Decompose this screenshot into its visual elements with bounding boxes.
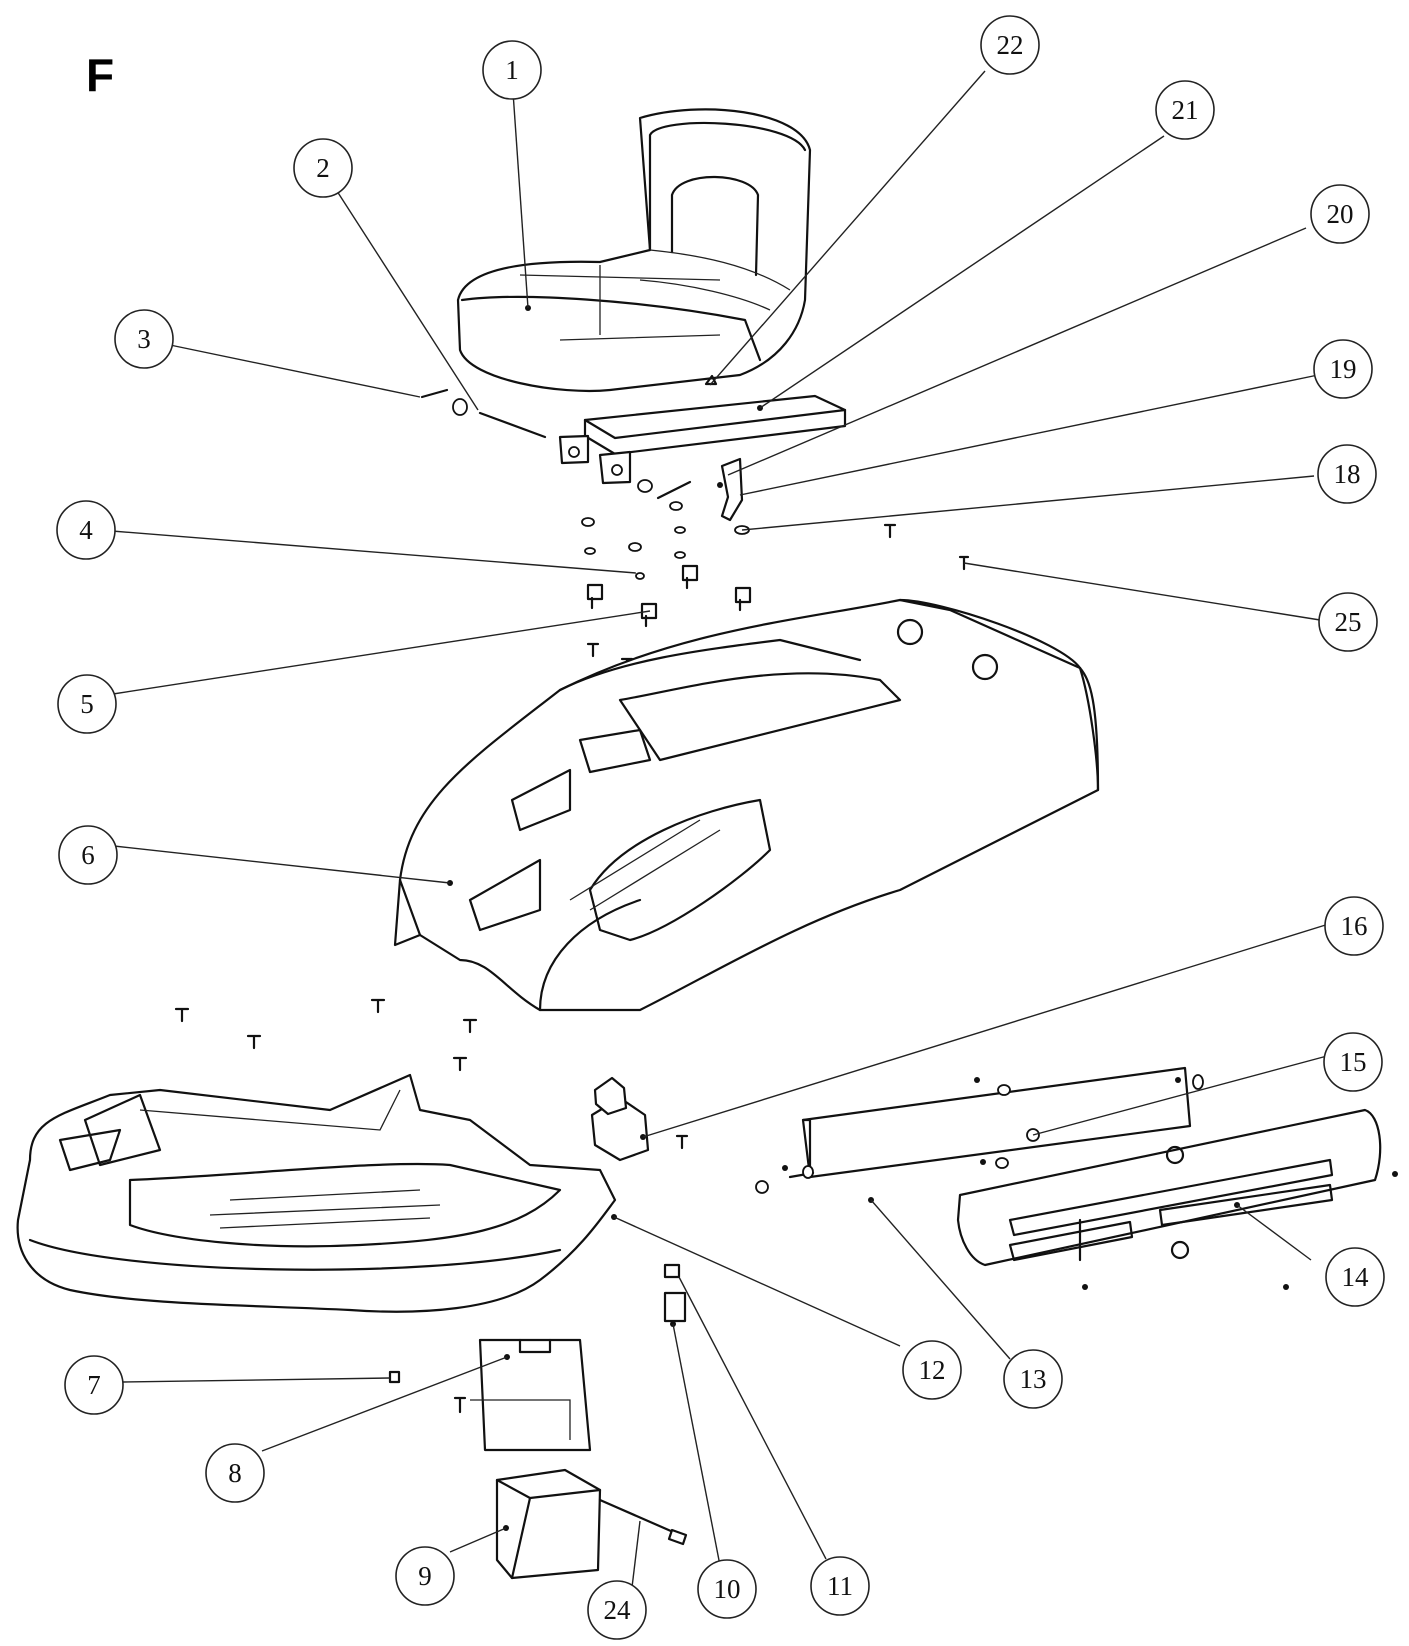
- callout-label-22: 22: [997, 30, 1024, 60]
- callout-label-11: 11: [827, 1571, 853, 1601]
- callout-18: 18: [1317, 444, 1377, 504]
- callout-label-8: 8: [228, 1458, 242, 1488]
- body-drawing: [393, 598, 1100, 1012]
- callout-19: 19: [1313, 339, 1373, 399]
- callout-12: 12: [902, 1340, 962, 1400]
- callout-9: 9: [395, 1546, 455, 1606]
- callout-label-1: 1: [505, 55, 519, 85]
- callout-label-18: 18: [1334, 459, 1361, 489]
- callout-2: 2: [293, 138, 353, 198]
- callout-label-2: 2: [316, 153, 330, 183]
- callout-8: 8: [205, 1443, 265, 1503]
- callout-25: 25: [1318, 592, 1378, 652]
- callout-label-20: 20: [1327, 199, 1354, 229]
- callout-label-10: 10: [714, 1574, 741, 1604]
- callout-11: 11: [810, 1556, 870, 1616]
- callout-label-16: 16: [1341, 911, 1368, 941]
- callout-1: 1: [482, 40, 542, 100]
- floor-pan-drawing: [16, 1073, 617, 1313]
- callout-24: 24: [587, 1580, 647, 1640]
- rail-drawing: [755, 1066, 1204, 1203]
- callout-5: 5: [57, 674, 117, 734]
- seat-drawing: [456, 108, 812, 393]
- key-switch-drawing: [590, 1076, 650, 1162]
- callout-label-5: 5: [80, 689, 94, 719]
- hardware-cluster: [581, 517, 970, 673]
- callout-7: 7: [64, 1355, 124, 1415]
- callout-label-15: 15: [1340, 1047, 1367, 1077]
- callout-bubbles: 1 2 3 4 5 6 7 8 9 10 11 12 13 14 15 16 1…: [56, 15, 1385, 1640]
- callout-label-25: 25: [1335, 607, 1362, 637]
- callout-label-9: 9: [418, 1561, 432, 1591]
- callout-21: 21: [1155, 80, 1215, 140]
- callout-label-12: 12: [919, 1355, 946, 1385]
- leader-lines: [111, 70, 1333, 1605]
- callout-label-3: 3: [137, 324, 151, 354]
- body-screws: [174, 998, 689, 1150]
- side-panel-drawing: [956, 1108, 1398, 1290]
- battery-drawing: [495, 1468, 688, 1580]
- callout-label-14: 14: [1342, 1262, 1370, 1292]
- fuse-holder-drawing: [663, 1263, 687, 1327]
- callout-20: 20: [1310, 184, 1370, 244]
- callout-4: 4: [56, 500, 116, 560]
- callout-label-4: 4: [79, 515, 93, 545]
- callout-10: 10: [697, 1559, 757, 1619]
- section-letter: F: [86, 49, 115, 101]
- callout-13: 13: [1003, 1349, 1063, 1409]
- callout-label-7: 7: [87, 1370, 101, 1400]
- callout-14: 14: [1325, 1247, 1385, 1307]
- callout-label-6: 6: [81, 840, 95, 870]
- callout-16: 16: [1324, 896, 1384, 956]
- callout-label-24: 24: [604, 1595, 632, 1625]
- callout-22: 22: [980, 15, 1040, 75]
- callout-6: 6: [58, 825, 118, 885]
- callout-15: 15: [1323, 1032, 1383, 1092]
- callout-label-19: 19: [1330, 354, 1357, 384]
- callout-label-21: 21: [1172, 95, 1199, 125]
- seat-plate-drawing: [420, 374, 847, 522]
- callout-label-13: 13: [1020, 1364, 1047, 1394]
- callout-3: 3: [114, 309, 174, 369]
- battery-cover-drawing: [388, 1338, 592, 1452]
